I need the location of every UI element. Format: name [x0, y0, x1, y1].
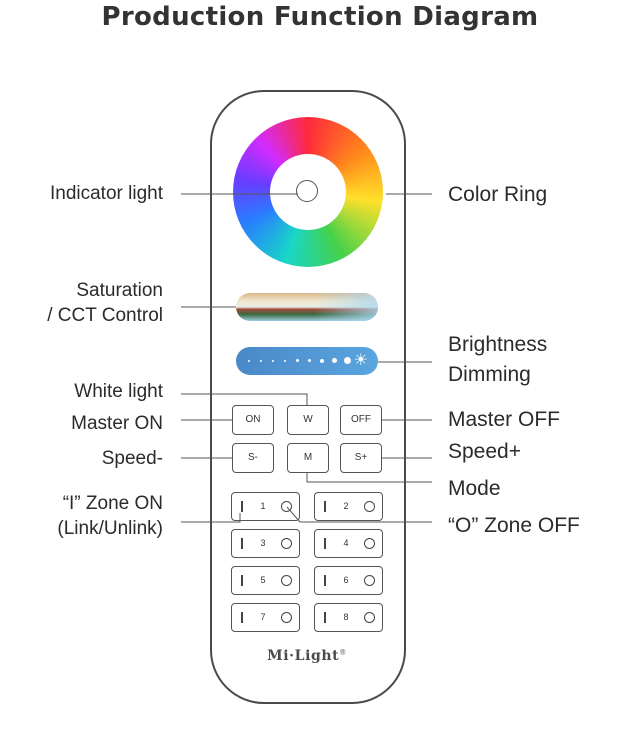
speed-minus-button[interactable]: S-	[232, 443, 274, 473]
master-off-button[interactable]: OFF	[340, 405, 382, 435]
brightness-dot	[284, 360, 286, 362]
zone-off-icon[interactable]	[364, 501, 375, 512]
label-mode: Mode	[448, 477, 501, 500]
leader-line-white-light	[181, 393, 308, 405]
zone-on-icon[interactable]	[324, 612, 326, 623]
brightness-dot	[344, 357, 351, 364]
saturation-cct-slider[interactable]	[236, 293, 378, 321]
zone-1-button[interactable]: 1	[231, 492, 300, 521]
label-zone-on: “I” Zone ON	[62, 493, 163, 514]
zone-number: 2	[343, 501, 349, 511]
brand-logo: Mi·Light®	[267, 648, 347, 664]
zone-on-icon[interactable]	[241, 501, 243, 512]
label-cct-control: / CCT Control	[47, 305, 163, 326]
zone-number: 6	[343, 575, 349, 585]
zone-number: 3	[260, 538, 266, 548]
brightness-dot	[332, 358, 337, 363]
zone-on-icon[interactable]	[324, 538, 326, 549]
label-saturation: Saturation	[76, 280, 163, 301]
zone-on-icon[interactable]	[324, 501, 326, 512]
leader-line-zone-off	[286, 506, 432, 523]
zone-number: 4	[343, 538, 349, 548]
brightness-dot	[272, 360, 274, 362]
zone-3-button[interactable]: 3	[231, 529, 300, 558]
zone-off-icon[interactable]	[281, 612, 292, 623]
brightness-slider[interactable]: ☀	[236, 347, 378, 375]
zone-number: 7	[260, 612, 266, 622]
brightness-dot	[248, 360, 250, 362]
label-zone-off: “O” Zone OFF	[448, 514, 580, 537]
label-dimming: Dimming	[448, 363, 531, 386]
zone-8-button[interactable]: 8	[314, 603, 383, 632]
zone-off-icon[interactable]	[364, 575, 375, 586]
label-speed-minus: Speed-	[101, 448, 163, 469]
label-color-ring: Color Ring	[448, 183, 548, 206]
white-light-button[interactable]: W	[287, 405, 329, 435]
speed-plus-button[interactable]: S+	[340, 443, 382, 473]
leader-line-mode	[306, 473, 432, 483]
brightness-dot	[296, 359, 299, 362]
indicator-light	[296, 180, 318, 202]
zone-4-button[interactable]: 4	[314, 529, 383, 558]
zone-7-button[interactable]: 7	[231, 603, 300, 632]
brightness-dot	[308, 359, 311, 362]
master-on-button[interactable]: ON	[232, 405, 274, 435]
label-speed-plus: Speed+	[448, 440, 521, 463]
label-link-unlink: (Link/Unlink)	[57, 518, 163, 539]
zone-on-icon[interactable]	[241, 538, 243, 549]
zone-off-icon[interactable]	[281, 538, 292, 549]
zone-number: 1	[260, 501, 266, 511]
mode-button[interactable]: M	[287, 443, 329, 473]
label-brightness: Brightness	[448, 333, 548, 356]
zone-number: 5	[260, 575, 266, 585]
label-white-light: White light	[74, 381, 163, 402]
zone-5-button[interactable]: 5	[231, 566, 300, 595]
label-indicator-light: Indicator light	[49, 183, 163, 204]
brightness-dot	[260, 360, 262, 362]
zone-number: 8	[343, 612, 349, 622]
zone-off-icon[interactable]	[364, 538, 375, 549]
label-master-on: Master ON	[71, 413, 163, 434]
zone-on-icon[interactable]	[241, 575, 243, 586]
zone-2-button[interactable]: 2	[314, 492, 383, 521]
zone-off-icon[interactable]	[364, 612, 375, 623]
zone-6-button[interactable]: 6	[314, 566, 383, 595]
zone-off-icon[interactable]	[281, 501, 292, 512]
brightness-dot	[320, 359, 324, 363]
leader-line-zone-on	[181, 513, 241, 523]
label-master-off: Master OFF	[448, 408, 561, 431]
zone-on-icon[interactable]	[324, 575, 326, 586]
zone-off-icon[interactable]	[281, 575, 292, 586]
zone-on-icon[interactable]	[241, 612, 243, 623]
sun-icon: ☀	[353, 352, 368, 369]
diagram-title: Production Function Diagram	[101, 2, 539, 32]
